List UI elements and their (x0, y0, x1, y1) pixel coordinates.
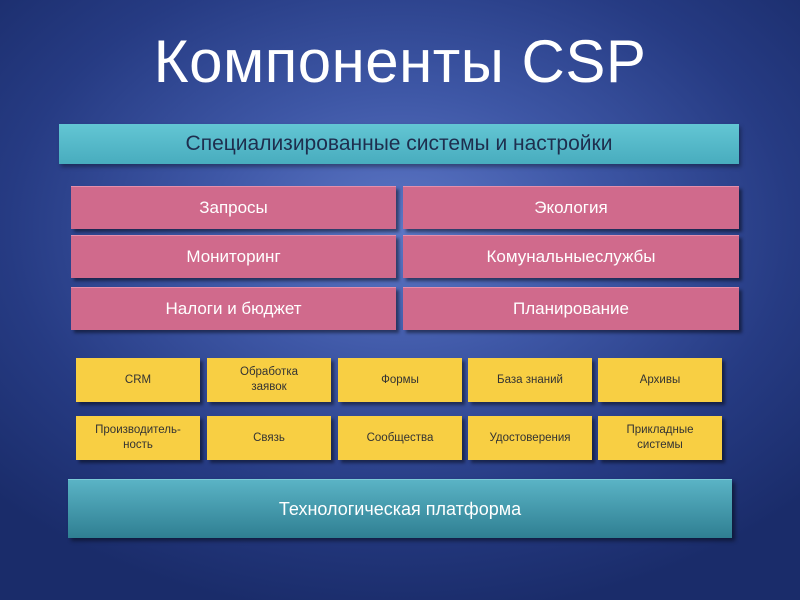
box-performance: Производитель- ность (76, 416, 200, 460)
box-knowledge-base: База знаний (468, 358, 592, 402)
box-communication-label: Связь (253, 431, 285, 444)
box-communities-label: Сообщества (366, 431, 434, 444)
box-crm-label: CRM (124, 373, 152, 386)
box-communication: Связь (207, 416, 331, 460)
box-credentials: Удостоверения (468, 416, 592, 460)
box-communities: Сообщества (338, 416, 462, 460)
box-forms: Формы (338, 358, 462, 402)
box-taxes-budget: Налоги и бюджет (71, 287, 396, 330)
specialized-systems-banner: Специализированные системы и настройки (59, 124, 739, 164)
box-requests: Запросы (71, 186, 396, 229)
box-planning: Планирование (403, 287, 739, 330)
box-request-processing-label: Обработка заявок (240, 366, 298, 393)
box-performance-label: Производитель- ность (95, 424, 181, 451)
box-utilities: Комунальныеслужбы (403, 235, 739, 278)
box-archives-label: Архивы (639, 373, 681, 386)
box-knowledge-base-label: База знаний (497, 373, 563, 386)
technology-platform: Технологическая платформа (68, 479, 732, 538)
box-crm: CRM (76, 358, 200, 402)
box-applied-systems: Прикладные системы (598, 416, 722, 460)
box-archives: Архивы (598, 358, 722, 402)
box-monitoring: Мониторинг (71, 235, 396, 278)
box-ecology: Экология (403, 186, 739, 229)
box-request-processing: Обработка заявок (207, 358, 331, 402)
slide-title: Компоненты CSP (153, 28, 647, 95)
box-credentials-label: Удостоверения (489, 431, 571, 444)
box-forms-label: Формы (381, 373, 419, 386)
box-applied-systems-label: Прикладные системы (626, 424, 694, 451)
